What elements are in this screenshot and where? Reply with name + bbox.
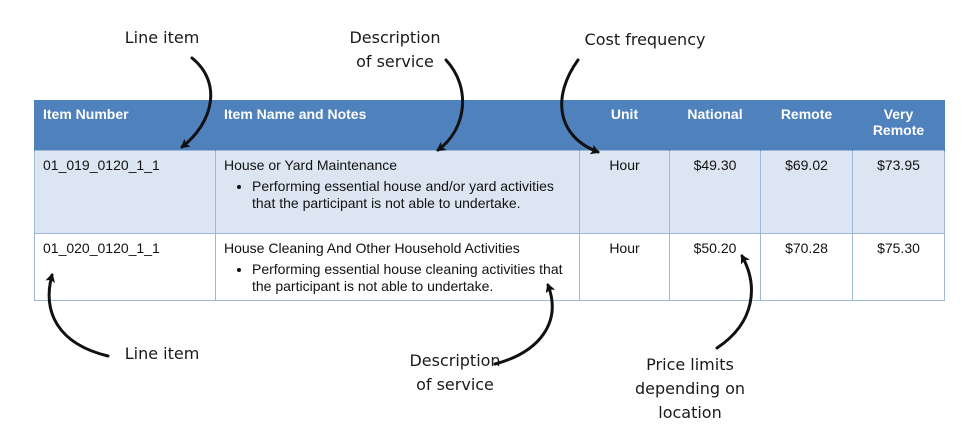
annotation-price-limits: Price limits depending on location [615, 353, 765, 425]
annotation-line-item-top: Line item [112, 26, 212, 50]
table-row: 01_020_0120_1_1 House Cleaning And Other… [34, 233, 945, 301]
arrow-description-top [436, 58, 465, 152]
national-price-cell: $49.30 [669, 150, 761, 234]
header-item-name: Item Name and Notes [215, 100, 580, 151]
table-header-row: Item Number Item Name and Notes Unit Nat… [34, 100, 945, 151]
very-remote-price-cell: $73.95 [852, 150, 945, 234]
annotation-line: Description [349, 28, 441, 47]
price-table: Item Number Item Name and Notes Unit Nat… [34, 100, 945, 301]
item-number-cell: 01_020_0120_1_1 [34, 233, 216, 301]
annotation-line: depending on [634, 379, 746, 398]
annotation-cost-frequency: Cost frequency [570, 28, 720, 52]
item-name-cell: House Cleaning And Other Household Activ… [215, 233, 580, 301]
annotation-line: Price limits [646, 355, 734, 374]
annotation-description-bottom: Description of service [385, 349, 525, 397]
remote-price-cell: $69.02 [760, 150, 853, 234]
annotation-description-top: Description of service [325, 26, 465, 74]
unit-cell: Hour [579, 150, 670, 234]
arrow-description-bottom [493, 283, 556, 366]
arrow-price-limits [715, 254, 753, 350]
annotation-line: Description [409, 351, 501, 370]
item-name: House Cleaning And Other Household Activ… [224, 240, 520, 256]
annotation-line: Cost frequency [584, 30, 706, 49]
annotation-line: location [658, 403, 722, 422]
item-note: Performing essential house cleaning acti… [252, 261, 571, 295]
unit-cell: Hour [579, 233, 670, 301]
remote-price-cell: $70.28 [760, 233, 853, 301]
annotation-line-item-bottom: Line item [112, 342, 212, 366]
item-number-cell: 01_019_0120_1_1 [34, 150, 216, 234]
annotation-line: of service [416, 375, 494, 394]
item-notes: Performing essential house and/or yard a… [224, 178, 571, 212]
annotation-line: of service [356, 52, 434, 71]
arrow-cost-frequency [560, 58, 600, 155]
national-price-cell: $50.20 [669, 233, 761, 301]
header-remote: Remote [760, 100, 853, 151]
very-remote-price-cell: $75.30 [852, 233, 945, 301]
arrow-line-item-top [180, 56, 213, 149]
arrow-line-item-bottom [45, 273, 110, 358]
item-note: Performing essential house and/or yard a… [252, 178, 571, 212]
header-unit: Unit [579, 100, 670, 151]
item-notes: Performing essential house cleaning acti… [224, 261, 571, 295]
annotation-line: Line item [124, 344, 200, 363]
annotation-line: Line item [124, 28, 200, 47]
item-name: House or Yard Maintenance [224, 157, 398, 173]
header-very-remote: Very Remote [852, 100, 945, 151]
table-row: 01_019_0120_1_1 House or Yard Maintenanc… [34, 150, 945, 234]
item-name-cell: House or Yard Maintenance Performing ess… [215, 150, 580, 234]
